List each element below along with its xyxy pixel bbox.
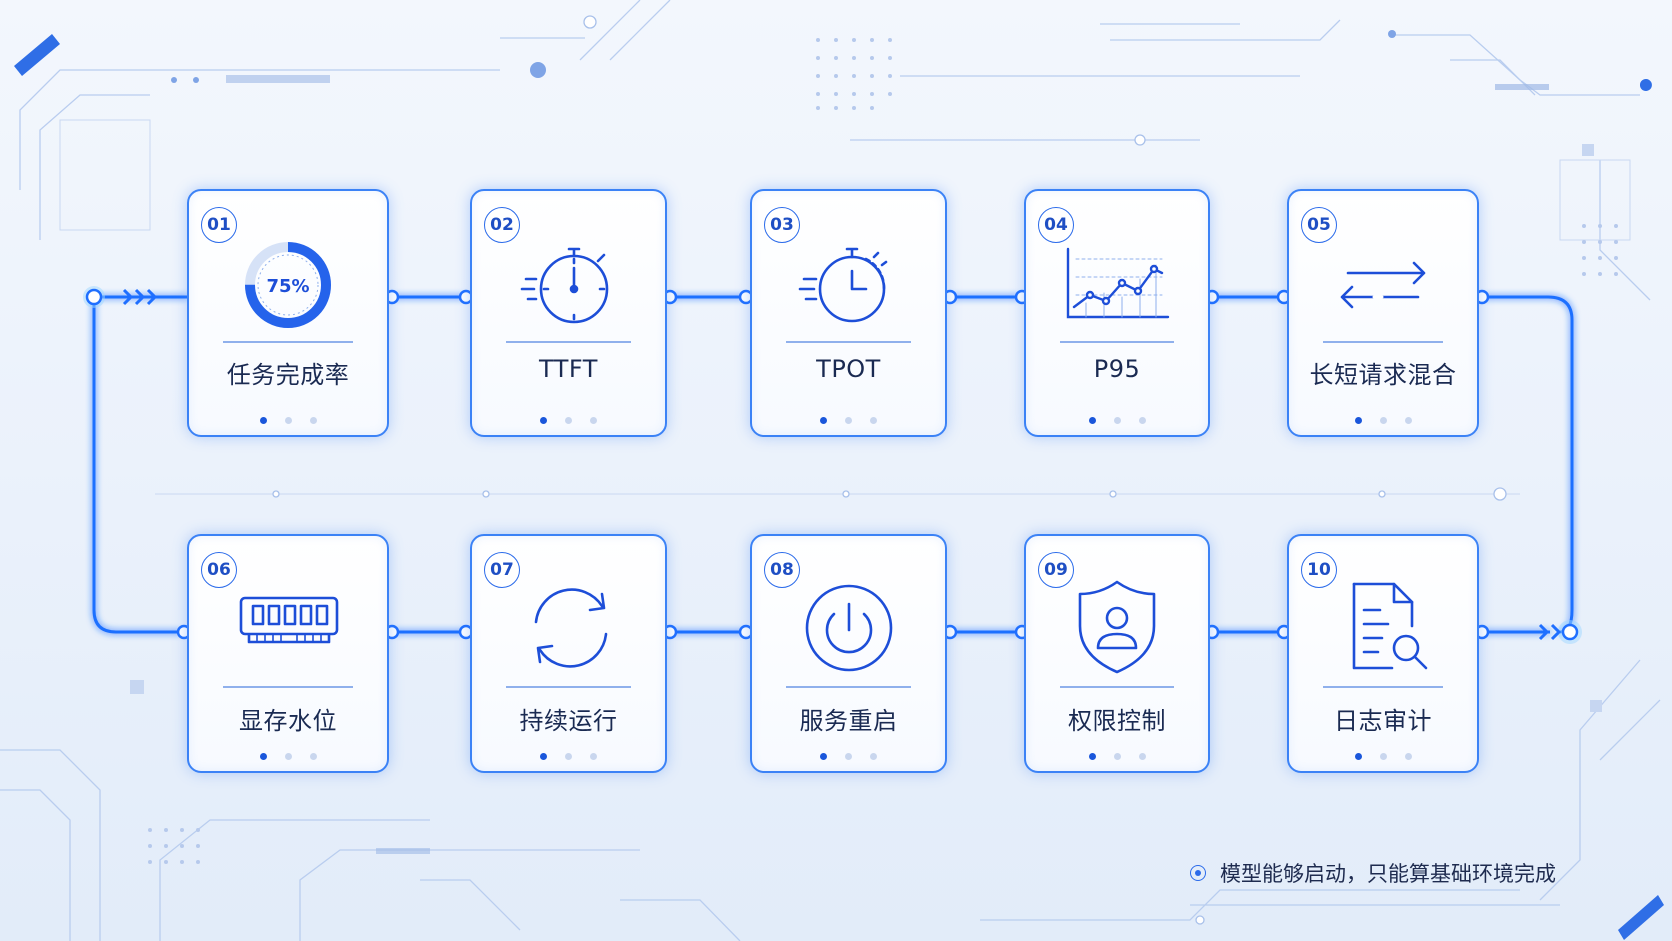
step-card-10[interactable]: 10 日志审计 xyxy=(1287,534,1479,773)
card-divider xyxy=(786,341,911,343)
step-number: 01 xyxy=(201,207,237,243)
step-card-09[interactable]: 09 权限控制 xyxy=(1024,534,1210,773)
step-label: 持续运行 xyxy=(519,707,618,735)
step-card-04[interactable]: 04 P95 xyxy=(1024,189,1210,437)
pagination-dots xyxy=(752,745,945,764)
line-chart-icon xyxy=(1066,247,1170,319)
card-divider xyxy=(223,686,353,688)
pagination-dots xyxy=(1289,745,1477,764)
progress-text: 75% xyxy=(266,276,309,297)
card-divider xyxy=(1323,341,1443,343)
document-search-icon xyxy=(1352,582,1428,670)
step-card-03[interactable]: 03 TPOT xyxy=(750,189,947,437)
pagination-dots xyxy=(752,409,945,428)
pagination-dots xyxy=(472,745,665,764)
step-card-05[interactable]: 05 长短请求混合 xyxy=(1287,189,1479,437)
step-card-06[interactable]: 06 显存水位 xyxy=(187,534,389,773)
footnote-text: 模型能够启动，只能算基础环境完成 xyxy=(1220,862,1556,886)
target-bullet-icon xyxy=(1190,865,1206,881)
connector-05-10 xyxy=(1480,295,1574,634)
step-label: 权限控制 xyxy=(1068,707,1166,735)
chevrons-end xyxy=(1538,623,1562,641)
card-divider xyxy=(506,341,631,343)
step-number: 09 xyxy=(1038,552,1074,588)
chevrons-start xyxy=(122,288,158,306)
step-card-07[interactable]: 07 持续运行 xyxy=(470,534,667,773)
card-divider xyxy=(1323,686,1443,688)
connector-node xyxy=(85,288,103,306)
step-label: 长短请求混合 xyxy=(1309,361,1457,389)
progress-ring-fill xyxy=(245,242,331,328)
step-card-02[interactable]: 02 TTFT xyxy=(470,189,667,437)
connector-loop-left xyxy=(92,297,184,634)
step-card-01[interactable]: 01 75% 任务完成率 xyxy=(187,189,389,437)
pagination-dots xyxy=(1289,409,1477,428)
step-number: 06 xyxy=(201,552,237,588)
step-label: P95 xyxy=(1093,355,1141,383)
refresh-icon xyxy=(534,588,607,668)
memory-chip-icon xyxy=(239,596,339,644)
swap-arrows-icon xyxy=(1340,261,1426,309)
step-label: TTFT xyxy=(539,355,598,383)
shield-user-icon xyxy=(1078,580,1156,674)
stopwatch-icon xyxy=(520,247,608,324)
step-card-08[interactable]: 08 服务重启 xyxy=(750,534,947,773)
step-number: 08 xyxy=(764,552,800,588)
step-number: 10 xyxy=(1301,552,1337,588)
step-number: 04 xyxy=(1038,207,1074,243)
step-label: 任务完成率 xyxy=(226,361,350,389)
step-label: TPOT xyxy=(816,355,881,383)
card-divider xyxy=(1060,686,1174,688)
step-number: 05 xyxy=(1301,207,1337,243)
card-divider xyxy=(786,686,911,688)
pagination-dots xyxy=(472,409,665,428)
connector-node xyxy=(1561,623,1579,641)
card-divider xyxy=(1060,341,1174,343)
card-divider xyxy=(223,341,353,343)
pagination-dots xyxy=(1026,745,1208,764)
step-number: 03 xyxy=(764,207,800,243)
step-number: 07 xyxy=(484,552,520,588)
step-label: 日志审计 xyxy=(1334,707,1432,735)
step-label: 服务重启 xyxy=(799,707,898,735)
progress-ring-icon: 75% xyxy=(245,242,331,328)
pagination-dots xyxy=(1026,409,1208,428)
pagination-dots xyxy=(189,745,387,764)
footnote: 模型能够启动，只能算基础环境完成 xyxy=(1190,858,1556,888)
power-icon xyxy=(805,584,892,672)
card-divider xyxy=(506,686,631,688)
step-label: 显存水位 xyxy=(239,707,337,735)
pagination-dots xyxy=(189,409,387,428)
timer-icon xyxy=(798,247,887,323)
step-number: 02 xyxy=(484,207,520,243)
